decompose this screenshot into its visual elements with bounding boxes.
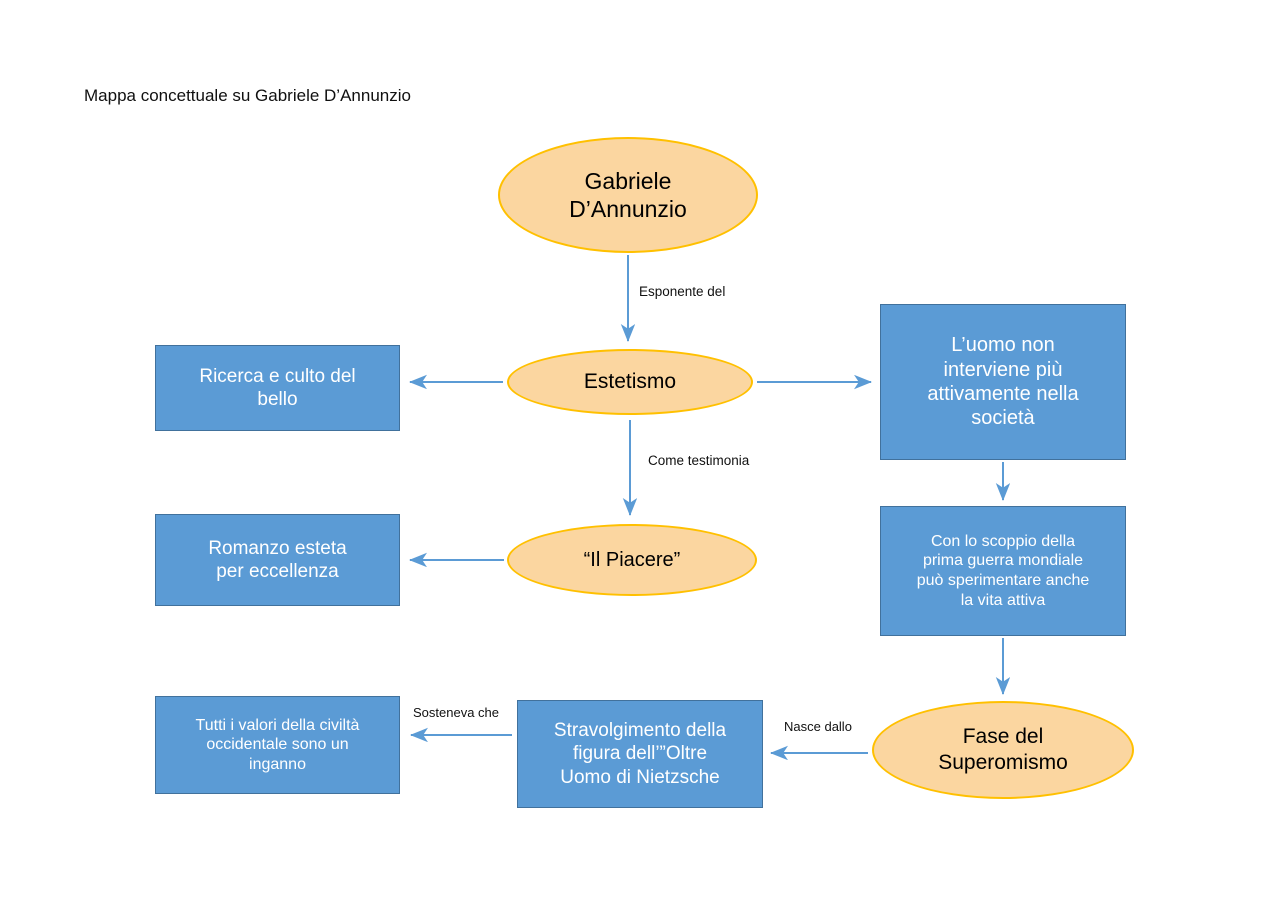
edge-label-nasce-dallo: Nasce dallo <box>784 719 852 734</box>
node-label: Romanzo esteta per eccellenza <box>208 537 347 582</box>
node-label: Tutti i valori della civiltà occidentale… <box>195 716 360 773</box>
node-prima-guerra-mondiale[interactable]: Con lo scoppio della prima guerra mondia… <box>880 506 1126 636</box>
node-estetismo[interactable]: Estetismo <box>507 349 753 415</box>
edge-label-sosteneva-che: Sosteneva che <box>413 705 500 720</box>
node-ricerca-culto-bello[interactable]: Ricerca e culto del bello <box>155 345 400 431</box>
edge-label-come-testimonia: Come testimonia <box>648 453 750 468</box>
node-gabriele-dannunzio[interactable]: Gabriele D’Annunzio <box>498 137 758 253</box>
node-label: Gabriele D’Annunzio <box>569 167 687 222</box>
edge-label-esponente-del: Esponente del <box>639 284 726 299</box>
node-label: “Il Piacere” <box>583 548 681 571</box>
node-label: Stravolgimento della figura dell’”Oltre … <box>553 720 727 788</box>
node-label: Ricerca e culto del bello <box>199 365 356 410</box>
node-stravolgimento-oltre-uomo[interactable]: Stravolgimento della figura dell’”Oltre … <box>517 700 763 808</box>
node-label: Estetismo <box>583 370 677 394</box>
node-fase-del-superomismo[interactable]: Fase del Superomismo <box>872 701 1134 799</box>
page-title: Mappa concettuale su Gabriele D’Annunzio <box>84 86 411 105</box>
node-label: L’uomo non interviene più attivamente ne… <box>927 334 1079 430</box>
node-uomo-non-interviene[interactable]: L’uomo non interviene più attivamente ne… <box>880 304 1126 460</box>
node-label: Fase del Superomismo <box>938 725 1068 774</box>
node-valori-civilta-occidentale[interactable]: Tutti i valori della civiltà occidentale… <box>155 696 400 794</box>
node-il-piacere[interactable]: “Il Piacere” <box>507 524 757 596</box>
node-label: Con lo scoppio della prima guerra mondia… <box>916 532 1090 609</box>
node-romanzo-esteta[interactable]: Romanzo esteta per eccellenza <box>155 514 400 606</box>
